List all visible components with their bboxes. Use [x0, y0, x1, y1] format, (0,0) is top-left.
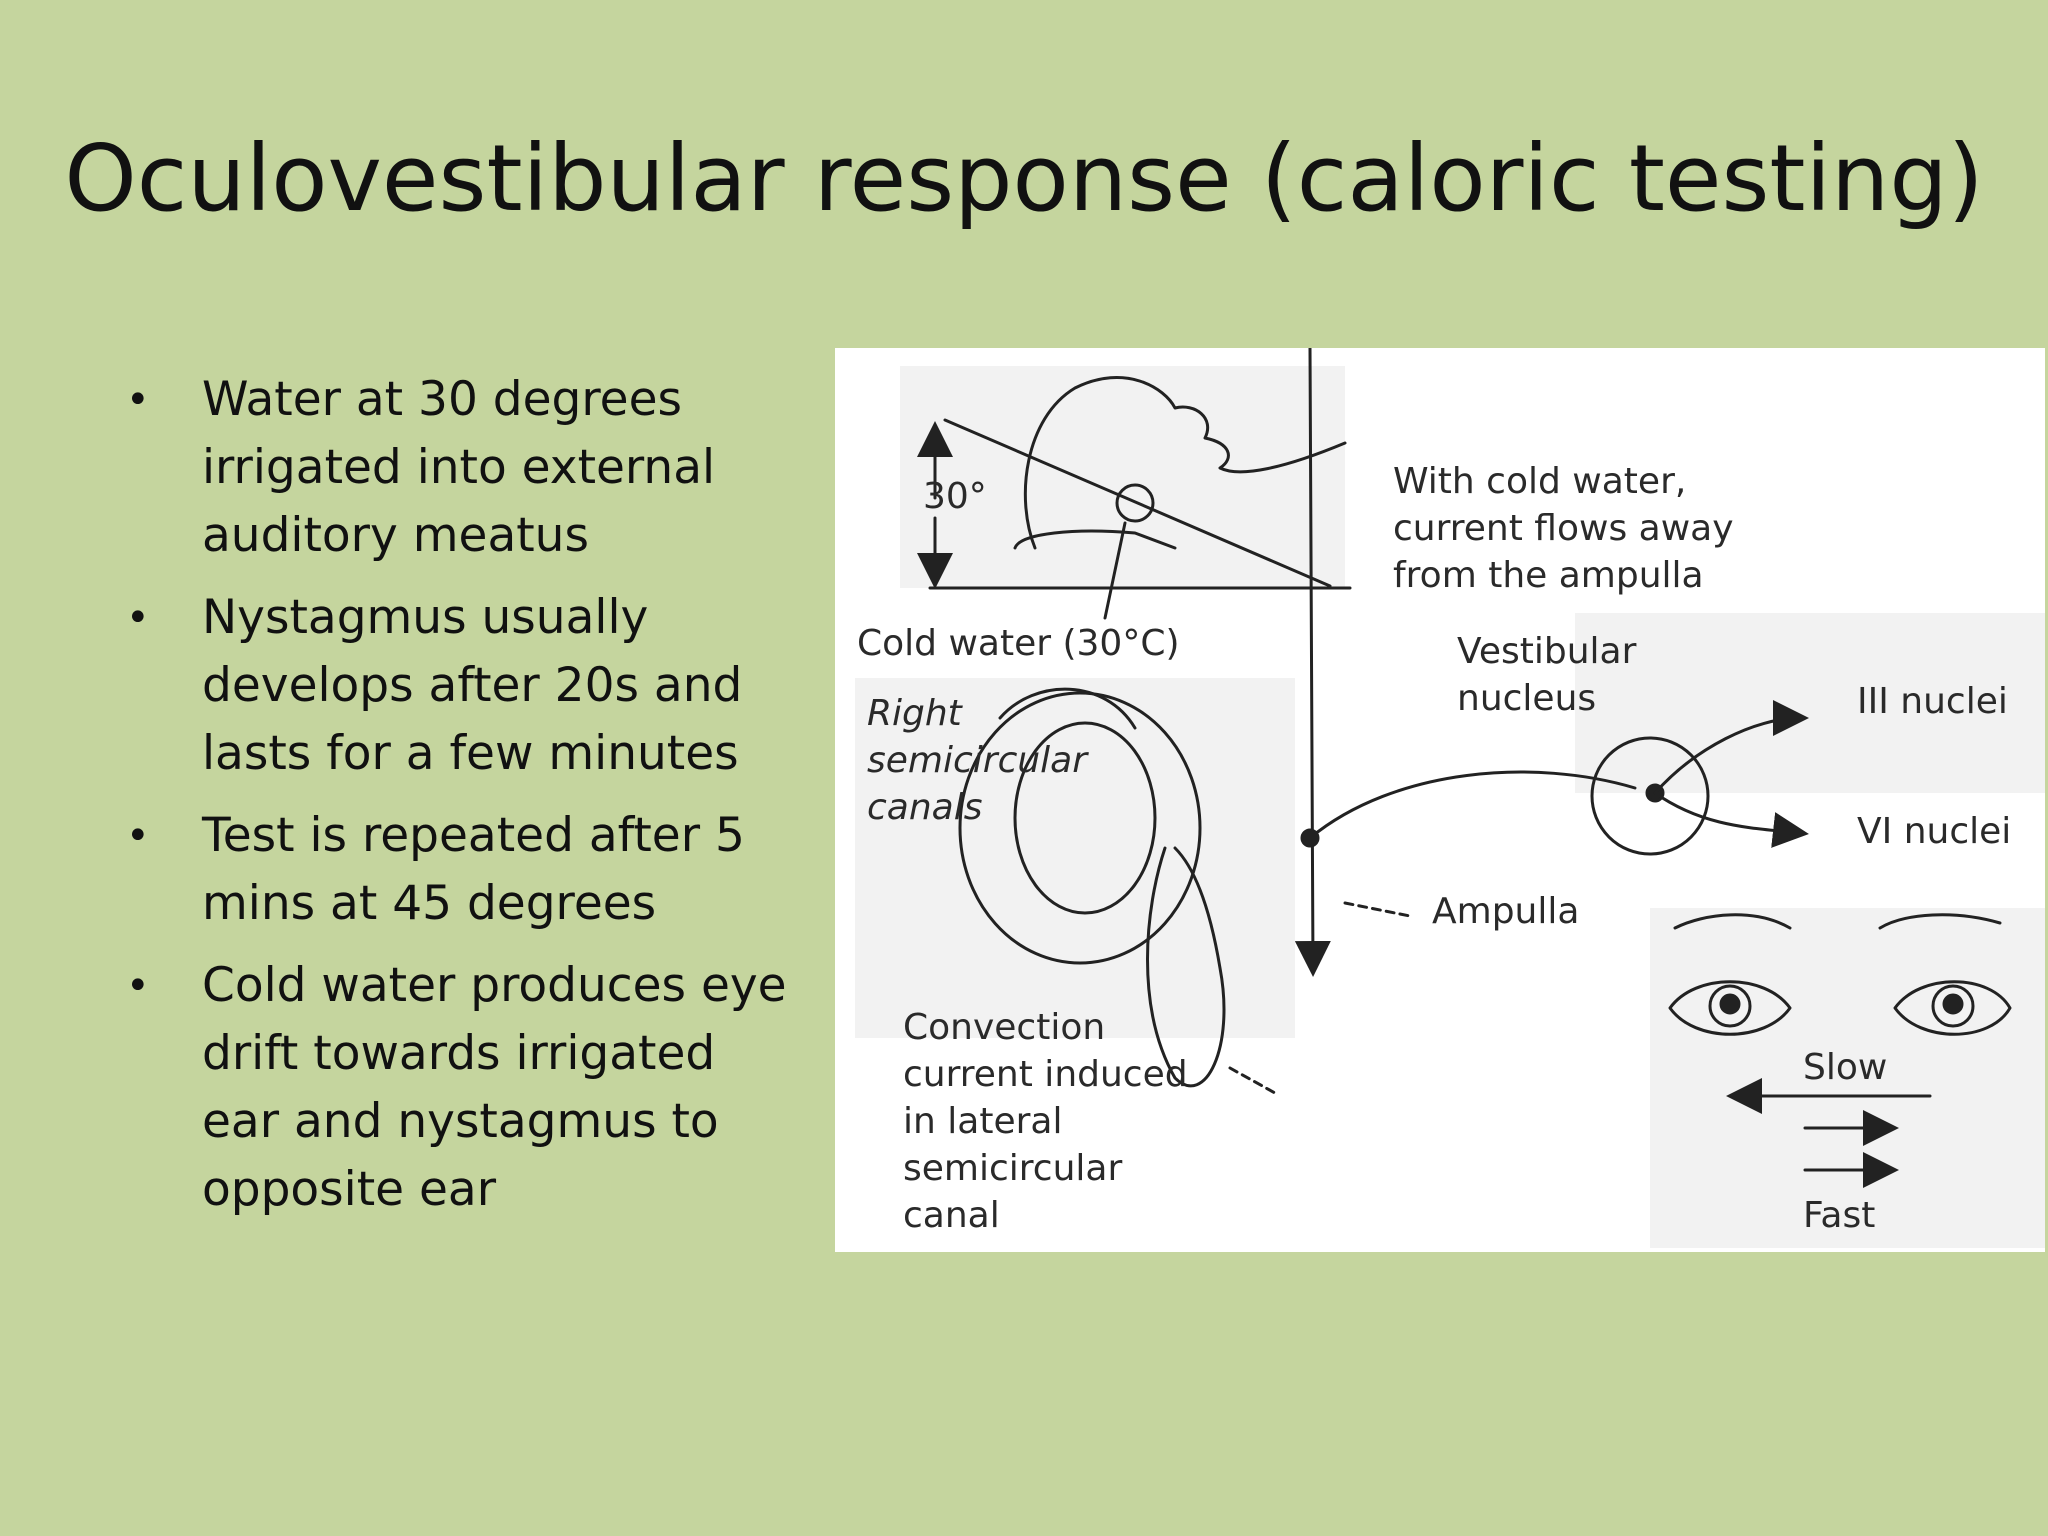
convection-label-line: canal	[903, 1195, 1000, 1236]
canals-label: Right semicircular canals	[867, 690, 1087, 831]
ampulla-node	[1300, 828, 1320, 848]
ear-mark	[1115, 483, 1155, 523]
bullet-text: Water at 30 degrees irrigated into exter…	[202, 372, 716, 563]
canal-loop-outer	[958, 691, 1202, 965]
diagram-drawing	[917, 348, 2012, 1188]
bullet-dot: •	[126, 963, 150, 1009]
bullet-dot: •	[126, 595, 150, 641]
vestibular-label-line: Vestibular	[1457, 631, 1637, 672]
incline-line	[943, 418, 1332, 588]
ampulla-label: Ampulla	[1432, 891, 1580, 932]
bullet-item: • Water at 30 degrees irrigated into exte…	[120, 366, 800, 570]
canal-upper	[998, 687, 1137, 730]
lateral-canal	[1146, 846, 1226, 1088]
convection-label-line: in lateral	[903, 1101, 1063, 1142]
convection-label-line: Convection	[903, 1007, 1106, 1048]
bullet-text: Nystagmus usually develops after 20s and…	[202, 590, 743, 781]
iii-nuclei-label: III nuclei	[1857, 681, 2008, 722]
current-note: With cold water, current flows away from…	[1393, 458, 1734, 599]
vestibular-nerve	[1308, 770, 1637, 840]
canals-label-line: semicircular	[867, 740, 1088, 781]
convection-label-line: current induced	[903, 1054, 1188, 1095]
bullet-dot: •	[126, 377, 150, 423]
convection-label: Convection current induced in lateral se…	[903, 1004, 1188, 1239]
vestibular-label-line: nucleus	[1457, 678, 1597, 719]
head-panel	[900, 366, 1345, 588]
vi-nuclei-label: VI nuclei	[1857, 811, 2012, 852]
current-note-line: from the ampulla	[1393, 555, 1704, 596]
bullet-text: Cold water produces eye drift towards ir…	[202, 958, 787, 1217]
bullet-item: • Cold water produces eye drift towards i…	[120, 952, 800, 1224]
canal-loop-inner	[1013, 721, 1157, 915]
ear-pointer	[1103, 521, 1127, 620]
path-to-iii	[1653, 700, 1809, 795]
pillow-shape	[1013, 529, 1177, 550]
left-brow	[1673, 913, 1792, 930]
bullet-dot: •	[126, 813, 150, 859]
path-to-vi	[1653, 791, 1809, 848]
bullet-text: Test is repeated after 5 mins at 45 degr…	[202, 808, 745, 931]
current-note-line: With cold water,	[1393, 461, 1687, 502]
right-eye	[1893, 980, 2012, 1036]
left-eye	[1668, 980, 1792, 1036]
right-brow	[1878, 913, 2002, 930]
slow-label: Slow	[1803, 1047, 1888, 1088]
flow-arrow	[1294, 348, 1331, 977]
canals-label-line: canals	[867, 787, 983, 828]
angle-label: 30°	[923, 476, 987, 517]
nucleus-circle	[1590, 736, 1710, 856]
fast-label: Fast	[1803, 1195, 1876, 1236]
bullet-item: • Nystagmus usually develops after 20s an…	[120, 584, 800, 788]
current-note-line: current flows away	[1393, 508, 1734, 549]
eyes-panel	[1650, 908, 2045, 1248]
bullet-item: • Test is repeated after 5 mins at 45 deg…	[120, 802, 800, 938]
slide-title: Oculovestibular response (caloric testin…	[64, 125, 1984, 232]
vestibular-nucleus-label: Vestibular nucleus	[1457, 628, 1636, 722]
head-outline	[1023, 376, 1347, 550]
caloric-diagram: 30° Cold water (30°C) With cold water, c…	[835, 348, 2045, 1252]
nuclei-panel	[1575, 613, 2045, 793]
convection-label-line: semicircular	[903, 1148, 1123, 1189]
cold-water-label: Cold water (30°C)	[857, 623, 1180, 664]
bullet-list: • Water at 30 degrees irrigated into exte…	[120, 366, 800, 1238]
canals-label-line: Right	[867, 693, 962, 734]
